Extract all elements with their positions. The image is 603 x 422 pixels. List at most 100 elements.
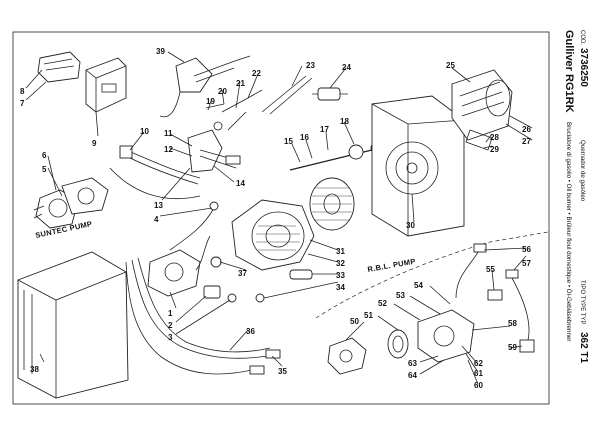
code-label: COD. xyxy=(579,30,585,45)
callout-64: 64 xyxy=(408,371,417,380)
callout-8: 8 xyxy=(20,87,25,96)
part-fitting-37 xyxy=(210,256,222,268)
part-electrode-assembly xyxy=(187,129,241,173)
frame-border xyxy=(12,31,550,405)
callout-28: 28 xyxy=(490,133,499,142)
model-name: Gulliver RG1RK xyxy=(563,30,575,113)
callout-26: 26 xyxy=(522,125,531,134)
callout-5: 5 xyxy=(42,165,47,174)
callout-11: 11 xyxy=(164,129,173,138)
code-value: 3736250 xyxy=(578,48,589,87)
callout-14: 14 xyxy=(236,179,245,188)
callout-58: 58 xyxy=(508,319,517,328)
part-air-tube xyxy=(451,69,513,141)
part-oil-line-4 xyxy=(169,207,215,251)
part-electrode-holder xyxy=(159,55,251,118)
callout-18: 18 xyxy=(340,117,349,126)
callout-25: 25 xyxy=(446,61,455,70)
callout-63: 63 xyxy=(408,359,417,368)
callout-20: 20 xyxy=(218,87,227,96)
title-block: Gulliver RG1RK Bruciatore di gasolio • O… xyxy=(563,30,589,364)
callout-56: 56 xyxy=(522,245,531,254)
callout-15: 15 xyxy=(284,137,293,146)
part-fitting-57 xyxy=(505,269,519,279)
callout-17: 17 xyxy=(320,125,329,134)
callout-7: 7 xyxy=(20,99,25,108)
part-rods-23 xyxy=(261,75,313,115)
callout-6: 6 xyxy=(42,151,47,160)
part-rbl-pump xyxy=(417,309,475,363)
part-suntec-pump xyxy=(147,235,221,299)
callout-50: 50 xyxy=(350,317,359,326)
part-control-box xyxy=(85,57,127,113)
callout-12: 12 xyxy=(164,145,173,154)
part-oil-line-56 xyxy=(455,251,479,299)
callout-16: 16 xyxy=(300,133,309,142)
part-tube-13 xyxy=(109,167,201,200)
part-rbl-valve xyxy=(327,337,367,375)
callout-1: 1 xyxy=(168,309,173,318)
callout-61: 61 xyxy=(474,369,483,378)
part-fan-wheel xyxy=(309,177,355,231)
callout-9: 9 xyxy=(92,139,97,148)
part-nozzle-group xyxy=(205,89,263,131)
part-fitting-55 xyxy=(487,289,503,301)
part-flange xyxy=(33,177,109,229)
callout-62: 62 xyxy=(474,359,483,368)
callout-54: 54 xyxy=(414,281,423,290)
part-flexible-hoses xyxy=(125,257,281,375)
callout-55: 55 xyxy=(486,265,495,274)
part-coupling xyxy=(348,144,364,160)
callout-35: 35 xyxy=(278,367,287,376)
part-burner-housing xyxy=(371,95,465,237)
part-fitting-56 xyxy=(473,243,487,253)
callout-38: 38 xyxy=(30,365,39,374)
callout-23: 23 xyxy=(306,61,315,70)
part-air-flap xyxy=(465,129,493,151)
part-motor xyxy=(231,199,315,271)
callout-29: 29 xyxy=(490,145,499,154)
callout-13: 13 xyxy=(154,201,163,210)
callout-33: 33 xyxy=(336,271,345,280)
callout-4: 4 xyxy=(154,215,159,224)
callout-32: 32 xyxy=(336,259,345,268)
callout-52: 52 xyxy=(378,299,387,308)
burner-description-2: Quemador de gasóleo xyxy=(579,140,586,202)
callout-22: 22 xyxy=(252,69,261,78)
callout-31: 31 xyxy=(336,247,345,256)
callout-59: 59 xyxy=(508,343,517,352)
callout-30: 30 xyxy=(406,221,415,230)
leader-lines xyxy=(25,51,533,385)
part-solenoid-33 xyxy=(289,269,313,280)
part-capacitor xyxy=(312,87,348,101)
part-shaft xyxy=(289,147,381,171)
callout-51: 51 xyxy=(364,311,373,320)
callout-39: 39 xyxy=(156,47,165,56)
type-value: 362 T1 xyxy=(578,332,589,364)
callout-57: 57 xyxy=(522,259,531,268)
part-oil-line-57 xyxy=(511,277,530,341)
part-fitting-4 xyxy=(209,201,219,211)
callout-2: 2 xyxy=(168,321,173,330)
part-fitting-59 xyxy=(519,339,535,353)
callout-37: 37 xyxy=(238,269,247,278)
part-rbl-gasket xyxy=(387,329,409,359)
callout-21: 21 xyxy=(236,79,245,88)
callout-60: 60 xyxy=(474,381,483,390)
part-cable-plug xyxy=(119,145,133,159)
burner-description: Bruciatore di gasolio • Oil burner • Brû… xyxy=(565,122,572,341)
part-cable-10 xyxy=(125,149,201,185)
callout-36: 36 xyxy=(246,327,255,336)
callout-27: 27 xyxy=(522,137,531,146)
rbl-pump-label: R.B.L. PUMP xyxy=(367,257,417,274)
part-cover xyxy=(17,251,129,399)
callout-34: 34 xyxy=(336,283,345,292)
part-screw-34 xyxy=(255,293,265,303)
callout-53: 53 xyxy=(396,291,405,300)
callout-10: 10 xyxy=(140,127,149,136)
callout-24: 24 xyxy=(342,63,351,72)
part-connector-block xyxy=(37,51,81,83)
callout-19: 19 xyxy=(206,97,215,106)
